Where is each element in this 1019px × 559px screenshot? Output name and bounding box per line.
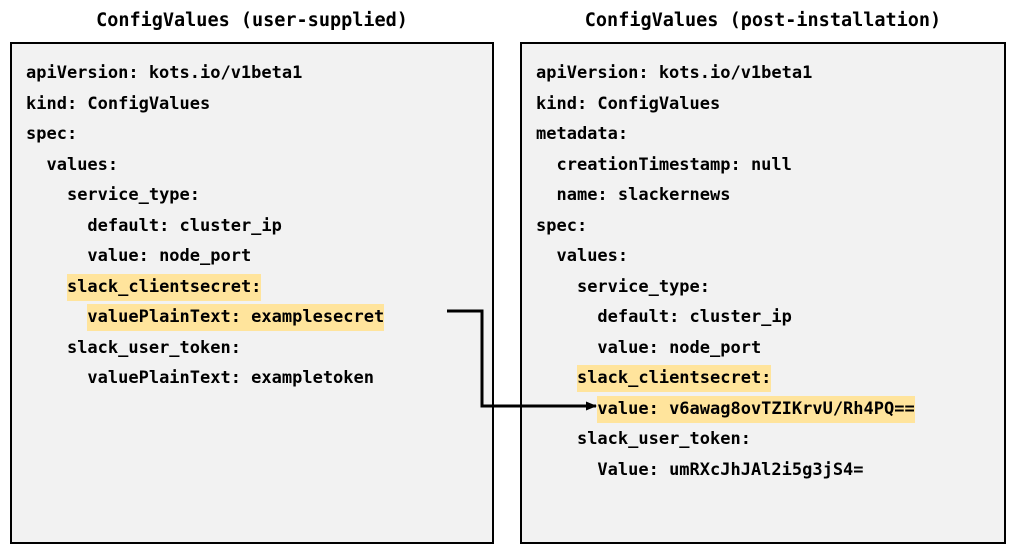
code-text: metadata: — [536, 124, 629, 144]
code-indent — [536, 460, 597, 480]
left-panel-configvalues-user-supplied: apiVersion: kots.io/v1beta1 kind: ConfigV… — [10, 42, 494, 544]
code-text: Value: umRXcJhJAl2i5g3jS4= — [597, 459, 864, 480]
code-indent — [26, 277, 67, 297]
code-line: service_type: — [522, 272, 1004, 303]
code-indent — [26, 216, 87, 236]
code-text: apiVersion: kots.io/v1beta1 — [26, 63, 303, 83]
code-indent — [26, 185, 67, 205]
code-line: metadata: — [522, 119, 1004, 150]
code-text: default: cluster_ip — [597, 307, 792, 327]
code-text-highlighted: slack_clientsecret: — [66, 273, 262, 301]
code-indent — [536, 155, 556, 175]
code-line: name: slackernews — [522, 180, 1004, 211]
code-line: valuePlainText: exampletoken — [12, 363, 492, 394]
code-line: apiVersion: kots.io/v1beta1 — [12, 58, 492, 89]
code-line: service_type: — [12, 180, 492, 211]
code-text: valuePlainText: exampletoken — [87, 368, 374, 388]
code-text: spec: — [536, 215, 588, 236]
code-text: value: node_port — [597, 337, 762, 358]
right-panel-configvalues-post-installation: apiVersion: kots.io/v1beta1 kind: ConfigV… — [520, 42, 1006, 544]
code-line: spec: — [522, 211, 1004, 242]
code-line: kind: ConfigValues — [522, 89, 1004, 120]
code-line: kind: ConfigValues — [12, 89, 492, 120]
code-text: default: cluster_ip — [87, 215, 282, 236]
code-line: value: node_port — [522, 333, 1004, 364]
code-line: spec: — [12, 119, 492, 150]
code-line: slack_user_token: — [522, 424, 1004, 455]
code-text-highlighted: valuePlainText: examplesecret — [87, 304, 385, 331]
code-text-highlighted: value: v6awag8ovTZIKrvU/Rh4PQ== — [597, 395, 915, 423]
code-text: creationTimestamp: null — [556, 154, 792, 175]
code-text-highlighted: slack_clientsecret: — [576, 365, 772, 392]
code-text: values: — [46, 154, 119, 175]
code-indent — [26, 155, 46, 175]
code-indent — [26, 307, 87, 327]
right-panel-title: ConfigValues (post-installation) — [584, 10, 942, 31]
code-line: values: — [522, 241, 1004, 272]
code-text: values: — [556, 246, 629, 266]
left-panel-code-block: apiVersion: kots.io/v1beta1 kind: ConfigV… — [12, 44, 492, 394]
right-panel-code-block: apiVersion: kots.io/v1beta1 kind: ConfigV… — [522, 44, 1004, 485]
code-indent — [26, 338, 67, 358]
code-text: service_type: — [66, 185, 201, 205]
code-line: creationTimestamp: null — [522, 150, 1004, 181]
code-indent — [26, 246, 87, 266]
code-line: slack_clientsecret: — [522, 363, 1004, 394]
code-text: service_type: — [576, 276, 711, 297]
code-indent — [536, 429, 577, 449]
code-text: kind: ConfigValues — [26, 93, 211, 114]
code-line: apiVersion: kots.io/v1beta1 — [522, 58, 1004, 89]
code-line: values: — [12, 150, 492, 181]
code-line: valuePlainText: examplesecret — [12, 302, 492, 333]
code-text: name: slackernews — [556, 185, 731, 205]
code-line: Value: umRXcJhJAl2i5g3jS4= — [522, 455, 1004, 486]
code-line: value: node_port — [12, 241, 492, 272]
code-text: kind: ConfigValues — [536, 93, 721, 114]
code-line: default: cluster_ip — [12, 211, 492, 242]
code-text: spec: — [26, 124, 78, 144]
code-indent — [26, 368, 87, 388]
code-indent — [536, 246, 556, 266]
code-text: value: node_port — [87, 246, 252, 266]
code-text: slack_user_token: — [576, 429, 751, 449]
code-indent — [536, 338, 597, 358]
code-line: value: v6awag8ovTZIKrvU/Rh4PQ== — [522, 394, 1004, 425]
code-text: apiVersion: kots.io/v1beta1 — [536, 63, 813, 83]
code-line: slack_clientsecret: — [12, 272, 492, 303]
code-line: default: cluster_ip — [522, 302, 1004, 333]
code-line: slack_user_token: — [12, 333, 492, 364]
left-panel-title: ConfigValues (user-supplied) — [96, 10, 408, 31]
code-indent — [536, 277, 577, 297]
code-indent — [536, 368, 577, 388]
code-indent — [536, 185, 556, 205]
code-indent — [536, 307, 597, 327]
code-indent — [536, 399, 597, 419]
code-text: slack_user_token: — [66, 337, 241, 358]
